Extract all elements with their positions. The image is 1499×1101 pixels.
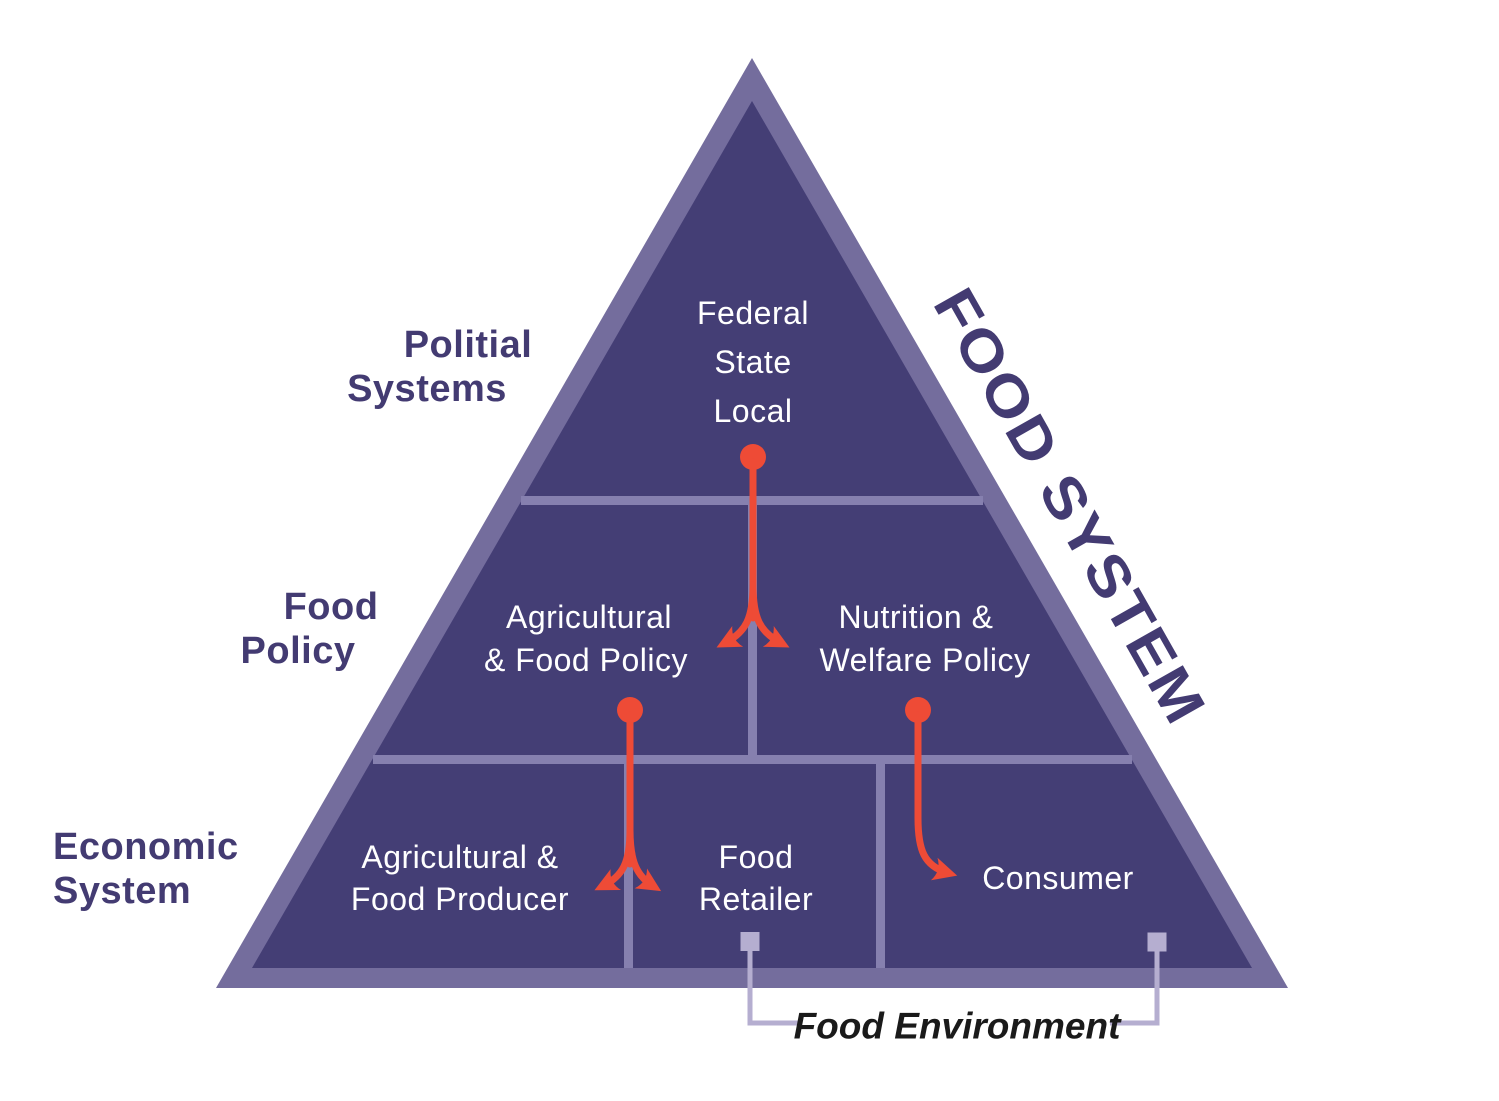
arrow-origin-dot — [905, 697, 931, 723]
tier3-retailer-line1: Food — [719, 839, 794, 875]
arrow-nutrition-to-consumer — [905, 697, 958, 881]
tier1-text-federal: Federal — [697, 295, 809, 331]
tier3-producer-line2: Food Producer — [351, 881, 569, 917]
tier1-text-state: State — [714, 344, 791, 380]
arrow-origin-dot — [740, 444, 766, 470]
tier3-producer-line1: Agricultural & — [361, 839, 558, 875]
side-label-food-policy-line2: Policy — [241, 630, 356, 672]
arrow-origin-dot — [617, 697, 643, 723]
tier2-nutrition-welfare-line1: Nutrition & — [839, 599, 994, 635]
tier1-text-local: Local — [714, 393, 793, 429]
arrow-political-to-food-policy — [716, 444, 790, 648]
divider-tier2-vertical — [748, 505, 757, 755]
divider-tier2-tier3 — [373, 755, 1132, 764]
side-label-economic-line2: System — [53, 870, 191, 912]
food-environment-connector-left — [740, 932, 800, 1026]
arrow-agpolicy-to-producer-retailer — [594, 697, 662, 892]
side-label-political-line2: Systems — [347, 368, 507, 410]
side-label-food-policy-line1: Food — [284, 586, 379, 628]
tier2-agricultural-policy-line1: Agricultural — [506, 599, 672, 635]
divider-tier3-vertical-right — [876, 764, 885, 968]
food-environment-connector-right — [1110, 932, 1167, 1026]
side-label-economic-line1: Economic — [53, 826, 239, 868]
side-label-political-line1: Politial — [404, 324, 533, 366]
connector-square-retailer — [740, 932, 760, 951]
tier3-consumer: Consumer — [982, 860, 1134, 896]
tier3-retailer-line2: Retailer — [699, 881, 813, 917]
tier2-nutrition-welfare-line2: Welfare Policy — [820, 642, 1031, 678]
food-environment-label: Food Environment — [794, 1006, 1123, 1047]
tier2-agricultural-policy-line2: & Food Policy — [484, 642, 688, 678]
connector-square-consumer — [1147, 932, 1167, 952]
